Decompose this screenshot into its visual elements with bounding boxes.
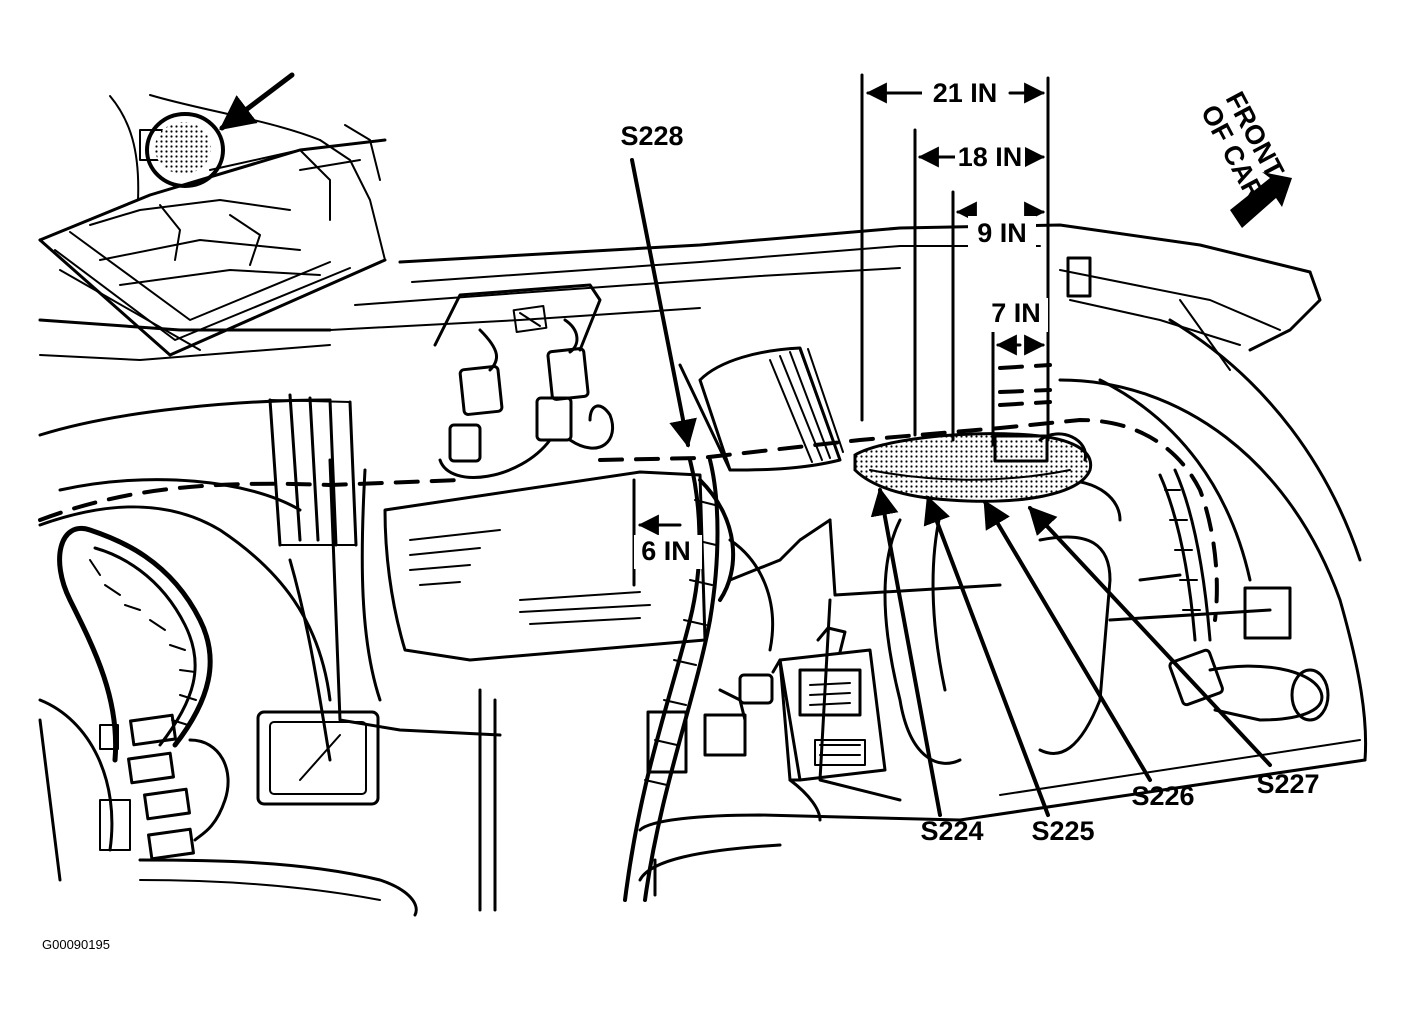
splice-s226-label: S226: [1131, 781, 1194, 811]
figure-id: G00090195: [42, 937, 110, 952]
dim-7-label: 7 IN: [991, 298, 1041, 328]
splice-s228-label: S228: [620, 121, 683, 151]
left-square-vent: [256, 710, 380, 806]
dim-6-label: 6 IN: [641, 536, 691, 566]
relay-bracket: [433, 283, 615, 479]
dim-21-label: 21 IN: [933, 78, 998, 108]
inset-focus-circle: [145, 112, 225, 188]
dashboard-illustration: [38, 223, 1368, 917]
inset-pointer-arrow: [219, 72, 295, 131]
dimension-lines: [632, 73, 1050, 587]
splice-harness: [853, 432, 1093, 503]
locator-inset: [38, 72, 387, 357]
s228-leader: [630, 158, 697, 448]
fuse-block: [771, 626, 887, 822]
s224-leader: [870, 487, 942, 817]
splice-s227-label: S227: [1256, 769, 1319, 799]
side-vent-bellows: [268, 393, 358, 547]
right-connector-block: [1243, 586, 1292, 640]
s226-leader: [983, 499, 1152, 782]
dash-vent-slot: [1066, 256, 1092, 298]
s227-connector: [1168, 648, 1224, 707]
left-harness-loop: [57, 525, 230, 861]
front-of-car-arrow: [1230, 172, 1292, 228]
dim-18-label: 18 IN: [958, 142, 1023, 172]
air-duct: [678, 346, 844, 472]
dim-9-label: 9 IN: [977, 218, 1027, 248]
splice-s224-label: S224: [920, 816, 983, 846]
connector-left: [646, 710, 688, 774]
glove-box-opening: [383, 470, 707, 662]
s225-leader: [923, 495, 1050, 817]
connector-right: [703, 713, 747, 757]
splice-s225-label: S225: [1031, 816, 1094, 846]
harness-route-dashed: [38, 363, 1219, 622]
s227-leader: [1028, 505, 1272, 767]
leader-arrows: [630, 158, 1292, 817]
